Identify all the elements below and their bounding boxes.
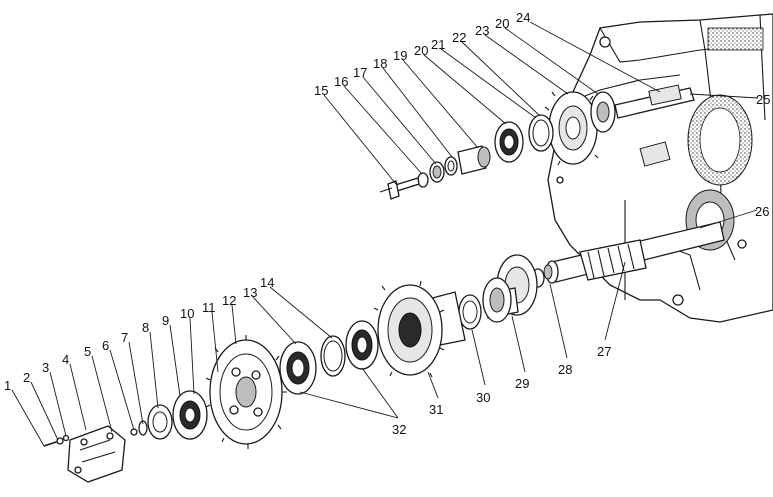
- callout-26: 26: [755, 204, 769, 219]
- callout-30: 30: [476, 390, 490, 405]
- callout-8: 8: [142, 320, 149, 335]
- callout-15: 15: [314, 83, 328, 98]
- callout-31: 31: [429, 402, 443, 417]
- callout-16: 16: [334, 74, 348, 89]
- callout-3: 3: [42, 360, 49, 375]
- callout-27: 27: [597, 344, 611, 359]
- callout-labels: 1 2 3 4 5 6 7 8 9 10 11 12 13 14 15 16 1…: [4, 10, 770, 437]
- leader-lines: [11, 21, 759, 447]
- callout-9: 9: [162, 313, 169, 328]
- callout-18: 18: [373, 56, 387, 71]
- callout-29: 29: [515, 376, 529, 391]
- callout-2: 2: [23, 370, 30, 385]
- callout-1: 1: [4, 378, 11, 393]
- callout-20-lower: 20: [414, 43, 428, 58]
- callout-17: 17: [353, 65, 367, 80]
- callout-7: 7: [121, 330, 128, 345]
- callout-13: 13: [243, 285, 257, 300]
- main-shaft-group: [43, 221, 725, 483]
- callout-23: 23: [475, 23, 489, 38]
- callout-28: 28: [558, 362, 572, 377]
- callout-12: 12: [222, 293, 236, 308]
- callout-6: 6: [102, 338, 109, 353]
- gearbox-housing: [547, 13, 773, 323]
- callout-22: 22: [452, 30, 466, 45]
- callout-20-upper: 20: [495, 16, 509, 31]
- callout-25: 25: [756, 92, 770, 107]
- callout-14: 14: [260, 275, 274, 290]
- callout-5: 5: [84, 344, 91, 359]
- upper-shaft-group: [379, 84, 695, 200]
- callout-10: 10: [180, 306, 194, 321]
- callout-21: 21: [431, 37, 445, 52]
- callout-32: 32: [392, 422, 406, 437]
- callout-24: 24: [516, 10, 530, 25]
- callout-19: 19: [393, 48, 407, 63]
- callout-11: 11: [202, 300, 216, 315]
- callout-4: 4: [62, 352, 69, 367]
